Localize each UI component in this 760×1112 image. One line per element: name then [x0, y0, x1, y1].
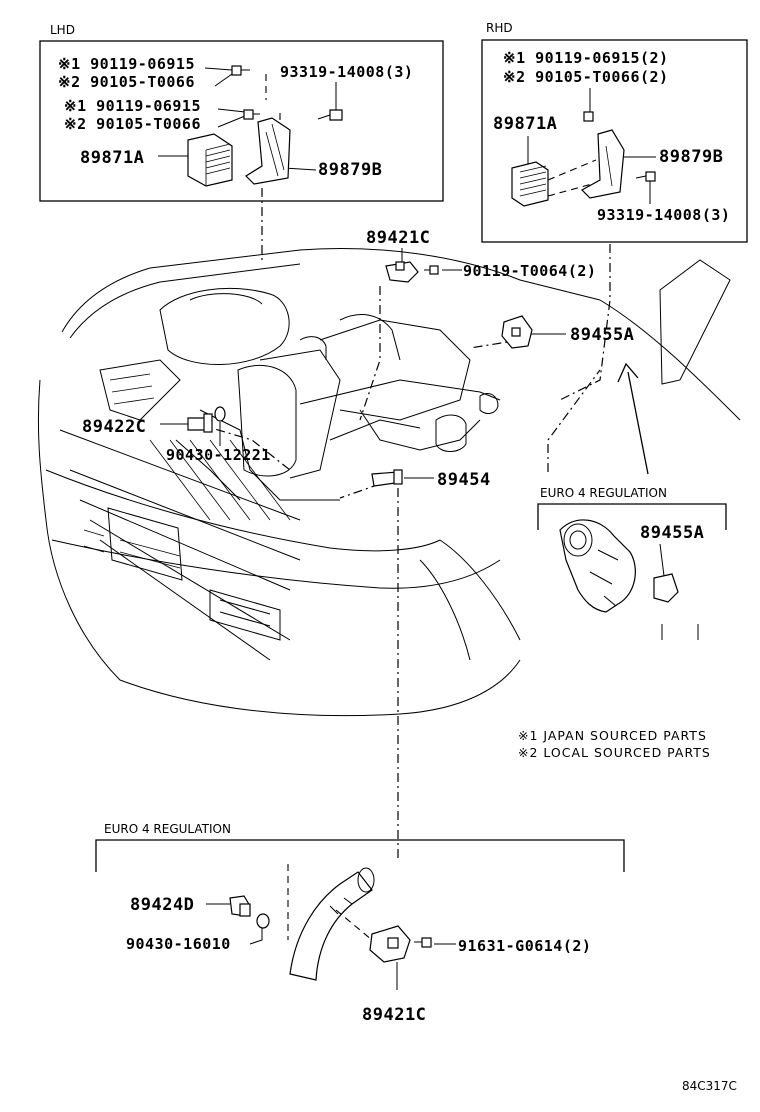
- euro4-bottom-part-3[interactable]: 91631-G0614(2): [458, 937, 591, 955]
- washer-icon: [214, 406, 226, 422]
- note-japan-sourced: ※1 JAPAN SOURCED PARTS: [518, 728, 707, 743]
- throttle-body-icon: [559, 519, 636, 613]
- rhd-part-3[interactable]: 89871A: [493, 114, 557, 134]
- euro4-top-section: EURO 4 REGULATION 89455A: [537, 486, 727, 640]
- pressure-sensor-icon: [229, 895, 251, 917]
- rhd-label: RHD: [486, 21, 513, 35]
- bolt-icon: [231, 65, 343, 121]
- note-local-sourced: ※2 LOCAL SOURCED PARTS: [518, 745, 711, 760]
- rhd-part-5[interactable]: 93319-14008(3): [597, 206, 730, 224]
- bolt-icon: [414, 937, 432, 948]
- sensor-icon: [501, 315, 533, 349]
- rhd-leaders: [527, 88, 656, 204]
- lhd-dash: [265, 74, 281, 120]
- lhd-frame: [39, 40, 444, 202]
- lhd-part-3[interactable]: ※1 90119-06915: [64, 97, 201, 115]
- bracket-icon: [245, 117, 291, 185]
- ecu-module-icon: [511, 161, 549, 207]
- euro4-bottom-part-1[interactable]: 89424D: [130, 895, 194, 915]
- lhd-part-5[interactable]: 93319-14008(3): [280, 63, 413, 81]
- lhd-part-7[interactable]: 89879B: [318, 160, 382, 180]
- rhd-part-4[interactable]: 89879B: [659, 147, 723, 167]
- sensor-icon: [385, 261, 419, 283]
- engine-part-4[interactable]: 89422C: [82, 417, 146, 437]
- engine-part-5[interactable]: 90430-12221: [166, 446, 271, 464]
- euro4-bottom-dash: [287, 864, 373, 941]
- rhd-frame: [481, 39, 748, 243]
- engine-part-6[interactable]: 89454: [437, 470, 491, 490]
- lhd-part-4[interactable]: ※2 90105-T0066: [64, 115, 201, 133]
- euro4-top-part-1[interactable]: 89455A: [640, 523, 704, 543]
- engine-part-2[interactable]: 90119-T0064(2): [463, 262, 596, 280]
- euro4-bottom-part-2[interactable]: 90430-16010: [126, 935, 231, 953]
- euro4-bottom-label: EURO 4 REGULATION: [104, 822, 231, 836]
- sensor-icon: [371, 469, 403, 487]
- engine-part-1[interactable]: 89421C: [366, 228, 430, 248]
- guide-lines: [197, 188, 611, 860]
- temp-sensor-icon: [187, 413, 213, 433]
- rhd-part-1[interactable]: ※1 90119-06915(2): [503, 49, 669, 67]
- lhd-leaders: [158, 67, 337, 171]
- engine-parts: 89421C 90119-T0064(2) 89455A 89422C 9043…: [82, 228, 634, 490]
- euro4-top-label: EURO 4 REGULATION: [540, 486, 667, 500]
- euro4-bottom-section: EURO 4 REGULATION 89424D 90430-16010 916…: [95, 822, 625, 1025]
- rhd-dash: [547, 159, 597, 197]
- ecu-module-icon: [187, 133, 233, 187]
- arrow-up-icon: [617, 362, 649, 475]
- washer-icon: [256, 913, 270, 929]
- sensor-icon: [369, 925, 411, 963]
- lhd-part-2[interactable]: ※2 90105-T0066: [58, 73, 195, 91]
- sensor-icon: [653, 573, 679, 603]
- lhd-label: LHD: [50, 23, 75, 37]
- engine-part-3[interactable]: 89455A: [570, 325, 634, 345]
- air-pipe-icon: [289, 867, 375, 981]
- rhd-part-2[interactable]: ※2 90105-T0066(2): [503, 68, 669, 86]
- euro4-bottom-part-4[interactable]: 89421C: [362, 1005, 426, 1025]
- euro4-bottom-bracket: [95, 839, 625, 872]
- lhd-part-6[interactable]: 89871A: [80, 148, 144, 168]
- bolt-icon: [424, 265, 439, 275]
- euro4-top-bracket: [537, 503, 727, 530]
- rhd-section: RHD ※1 90119-06915(2) ※2 90105-T0066(2) …: [481, 21, 748, 243]
- figure-code: 84C317C: [682, 1079, 737, 1093]
- notes: ※1 JAPAN SOURCED PARTS ※2 LOCAL SOURCED …: [518, 728, 711, 760]
- bolt-icon: [583, 111, 656, 182]
- vehicle-front-illustration: [37, 247, 741, 717]
- lhd-part-1[interactable]: ※1 90119-06915: [58, 55, 195, 73]
- bracket-icon: [581, 129, 625, 199]
- lhd-section: LHD ※1 90119-06915 ※2 90105-T0066 ※1 901…: [39, 23, 444, 202]
